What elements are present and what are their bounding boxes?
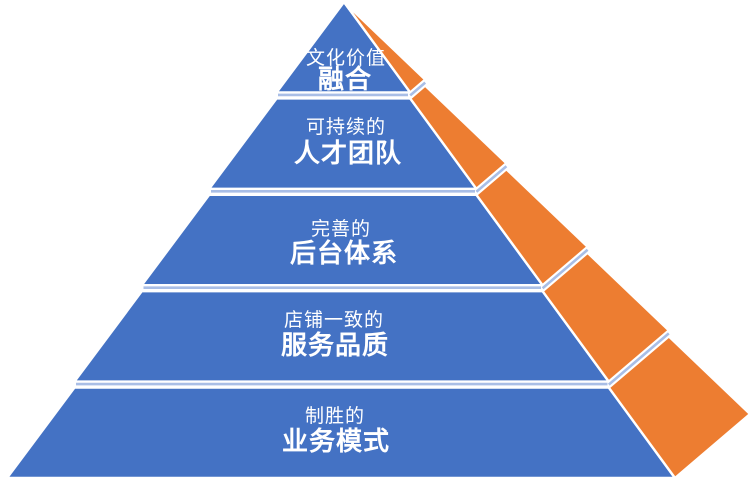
level-4-label-line1: 店铺一致的 (284, 309, 384, 331)
side-separator-lines (409, 81, 670, 386)
level-1-label-line1: 文化价值 (306, 47, 386, 69)
level-5-label-line2: 业务模式 (282, 427, 390, 457)
level-2-label-line1: 可持续的 (306, 116, 386, 138)
side-cut-line-1 (409, 81, 427, 97)
level-3-label-line2: 后台体系 (290, 238, 398, 269)
level-5-label-line1: 制胜的 (305, 405, 365, 427)
pyramid-level-1: 文化价值 融合 (275, 0, 427, 95)
pyramid-level-5: 制胜的 业务模式 (5, 335, 752, 480)
level-2-side-face (409, 84, 508, 191)
side-cut-line-2 (475, 165, 508, 193)
side-cut-line-3 (541, 248, 589, 290)
level-4-label-line2: 服务品质 (281, 331, 389, 361)
level-3-side-face (475, 167, 589, 287)
front-separator-lines (76, 93, 608, 386)
side-cut-line-4 (607, 332, 670, 386)
level-3-label-line1: 完善的 (311, 218, 371, 240)
level-1-label-line2: 融合 (318, 64, 372, 95)
pyramid-level-2: 可持续的 人才团队 (207, 84, 508, 191)
pyramid-level-4: 店铺一致的 服务品质 (73, 251, 670, 383)
level-4-side-face (541, 251, 670, 383)
level-5-side-face (607, 335, 752, 480)
pyramid-level-3: 完善的 后台体系 (140, 167, 589, 287)
level-2-label-line2: 人才团队 (294, 139, 402, 169)
level-1-side-face (342, 0, 427, 94)
